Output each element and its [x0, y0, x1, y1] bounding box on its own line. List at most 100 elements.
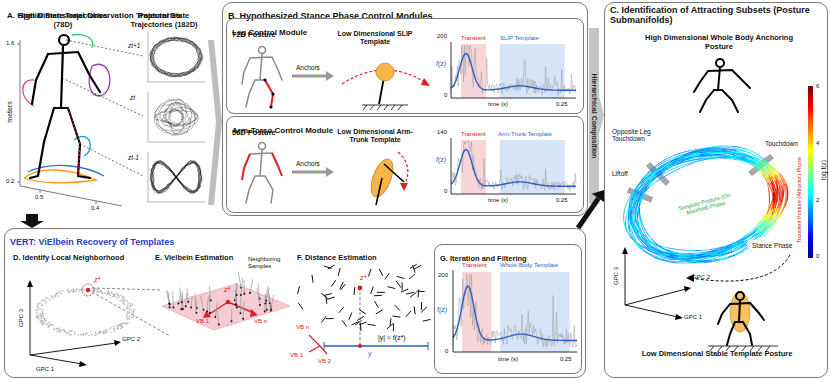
manifold-segment	[677, 161, 685, 165]
sample-dot	[99, 332, 101, 334]
figure-label: 4	[816, 140, 819, 147]
sample-dot	[109, 295, 111, 297]
sample-dot	[127, 322, 129, 324]
tangent-segment	[393, 316, 401, 317]
sample-dot	[106, 329, 108, 331]
sample-dot	[48, 324, 50, 326]
manifold-segment	[632, 195, 635, 201]
manifold-segment	[633, 240, 638, 244]
sample-dot	[43, 315, 45, 317]
manifold-segment	[771, 176, 774, 181]
manifold-segment	[691, 153, 698, 155]
vielbein-arrows-f-part	[309, 335, 327, 354]
figure-label: Arm-Trunk Template	[498, 131, 552, 138]
manifold-segment	[635, 230, 639, 235]
leg-posture-figure-part	[242, 54, 282, 107]
manifold-segment	[629, 225, 630, 230]
manifold-segment	[711, 254, 718, 256]
sample-arrow	[238, 272, 241, 288]
manifold-segment	[656, 244, 661, 247]
sample-dot	[95, 332, 97, 334]
manifold-segment	[729, 147, 737, 148]
manifold-segment	[646, 186, 649, 191]
sample-dot	[111, 292, 113, 294]
figure-label: meters	[6, 101, 14, 122]
manifold-segment	[768, 164, 772, 169]
filtered-signal	[451, 54, 576, 91]
manifold-segment	[735, 252, 742, 256]
figure-label: f(z)	[436, 156, 446, 164]
sample-dot	[97, 290, 99, 292]
tangent-segment	[397, 276, 405, 278]
tangent-segment	[406, 292, 414, 294]
axis-a-part	[20, 40, 122, 206]
sample-dot	[126, 323, 128, 325]
manifold-segment	[625, 226, 627, 232]
query-point	[86, 288, 90, 292]
neighborhood-ring	[82, 284, 94, 296]
manifold-segment	[765, 165, 768, 170]
figure-label: Transient	[462, 262, 487, 269]
sample-dot	[45, 300, 47, 302]
sample-dot	[130, 308, 132, 310]
stance-phase-arrow	[686, 255, 790, 282]
sample-dot	[69, 334, 71, 336]
tangent-segment	[417, 291, 425, 293]
sample-dot	[106, 332, 108, 334]
sample-dot	[42, 320, 44, 322]
panel-title: D. Identify Local Neighborhood	[13, 254, 124, 263]
manifold-segment	[697, 254, 704, 256]
manifold-segment	[632, 225, 635, 230]
sample-dot	[41, 300, 43, 302]
body-figure-a-part	[30, 46, 100, 178]
tangent-segment	[409, 274, 415, 279]
sample-dot	[68, 291, 70, 293]
figure-label: y	[368, 350, 372, 358]
vielbein-arrows-e	[203, 302, 258, 318]
sample-dot	[126, 300, 128, 302]
sample-dot	[57, 331, 59, 333]
manifold-segment	[774, 203, 776, 209]
tangent-segment	[413, 265, 416, 273]
tangent-segment	[371, 287, 374, 294]
anchors-arrow-part	[326, 71, 334, 81]
sample-dot	[236, 294, 238, 296]
sample-dot	[113, 326, 115, 328]
tangent-segment	[374, 295, 382, 297]
sample-dot	[128, 311, 130, 313]
manifold-segment	[639, 208, 640, 213]
sample-dot	[91, 334, 93, 336]
manifold-segment	[776, 191, 778, 196]
manifold-segment	[718, 250, 725, 252]
manifold-segment	[776, 175, 778, 180]
sample-dot	[131, 317, 133, 319]
sample-dot	[177, 303, 179, 305]
sample-dot	[37, 305, 39, 307]
sample-dot	[98, 289, 100, 291]
manifold-segment	[782, 190, 783, 195]
manifold-segment	[703, 260, 711, 262]
sample-dot	[67, 332, 69, 334]
figure-label: 0	[816, 253, 819, 260]
sample-dot	[84, 290, 86, 292]
leg-posture-figure-part	[259, 47, 266, 54]
sample-dot	[126, 314, 128, 316]
figure-label: |y| ≈ f(z*)	[378, 334, 406, 342]
sample-dot	[41, 323, 43, 325]
vielbein-arrows-f	[309, 335, 327, 354]
manifold-segment	[688, 261, 696, 263]
sample-arrow	[195, 300, 196, 313]
sample-dot	[102, 332, 104, 334]
sample-dot	[111, 327, 113, 329]
manifold-segment	[634, 213, 636, 219]
sample-dot	[133, 313, 135, 315]
sample-dot	[108, 293, 110, 295]
tangent-segment	[342, 320, 347, 326]
manifold-segment	[625, 202, 627, 208]
manifold-segment	[717, 247, 724, 250]
tangent-segment	[312, 275, 313, 283]
sample-dot	[113, 329, 115, 331]
figure-label: 6	[816, 83, 819, 90]
sample-dot	[134, 309, 136, 311]
manifold-segment	[656, 245, 661, 248]
